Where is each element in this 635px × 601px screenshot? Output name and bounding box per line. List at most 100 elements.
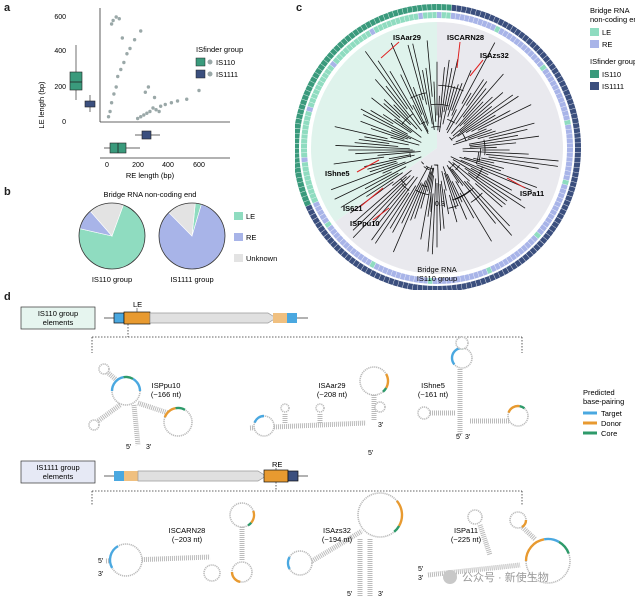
rna-loop: [88, 419, 100, 431]
ring-segment: [513, 250, 521, 258]
ring-segment: [485, 21, 492, 30]
ring-segment: [574, 142, 581, 148]
tree-arc: [421, 184, 428, 188]
legend-title-2: base-pairing: [583, 397, 624, 406]
legend-label-re: RE: [602, 40, 612, 49]
rna-pairing-arc: [521, 519, 528, 528]
ring-segment: [295, 153, 300, 158]
scatter-point: [135, 116, 140, 121]
tree-branch: [488, 156, 558, 167]
legend-label-is1111: IS1111: [216, 70, 238, 79]
ring-segment: [536, 60, 544, 68]
ring-segment: [301, 129, 309, 135]
ring-segment: [306, 106, 314, 113]
tree-branch: [455, 81, 488, 125]
ring-segment: [310, 213, 318, 220]
ring-segment: [344, 34, 352, 43]
ring-segment: [339, 50, 347, 58]
ring-segment: [574, 157, 581, 163]
ring-segment: [301, 134, 308, 139]
scatter-point: [128, 46, 132, 51]
tree-branch: [340, 172, 399, 208]
ring-segment: [297, 181, 305, 188]
ring-segment: [386, 268, 393, 276]
ring-segment: [563, 175, 571, 181]
ring-segment: [539, 224, 548, 232]
rna-loop: [315, 403, 325, 413]
rna-loop: [467, 509, 483, 525]
x-tick: 200: [132, 162, 144, 169]
rna-stem: [131, 404, 141, 446]
ring-segment: [321, 217, 330, 225]
ring-segment: [340, 250, 349, 259]
ring-segment: [357, 35, 365, 43]
ring-segment: [570, 113, 578, 119]
tree-branch: [477, 122, 535, 140]
ring-segment: [377, 23, 384, 32]
end-5-isaar29: 5′: [368, 450, 374, 457]
ring-segment: [392, 279, 399, 287]
ring-segment: [497, 269, 505, 278]
tree-branch: [334, 171, 392, 200]
ring-segment: [470, 280, 477, 288]
y-tick: 200: [54, 84, 66, 91]
ring-segment: [450, 12, 456, 20]
ring-segment: [295, 167, 302, 174]
ring-segment: [506, 255, 514, 264]
scatter-point: [132, 38, 137, 42]
tree-branch: [476, 164, 538, 188]
tree-branch: [413, 86, 429, 126]
ring-segment: [301, 161, 309, 167]
ring-segment: [326, 64, 335, 72]
ring-segment: [383, 276, 390, 284]
rna-pairing-arc: [132, 377, 142, 392]
ring-segment: [314, 84, 323, 92]
ring-segment: [426, 4, 432, 11]
scatter-point: [109, 22, 114, 26]
tree-branch: [427, 167, 434, 192]
scatter-point: [139, 29, 143, 33]
ring-segment: [432, 12, 437, 19]
pie-outline: [158, 202, 226, 270]
is1111-clade-shading: [335, 22, 563, 275]
ring-segment: [407, 6, 413, 14]
scatter-point: [114, 85, 118, 89]
ring-segment: [571, 118, 579, 124]
ring-segment: [324, 68, 332, 76]
legend-label-le: LE: [246, 212, 255, 221]
ring-segment: [298, 103, 306, 110]
panel-letter-b: b: [4, 186, 11, 198]
ring-segment: [447, 285, 452, 290]
ring-segment: [441, 12, 447, 19]
ring-segment: [477, 270, 484, 278]
rna-len-isaar29: (~208 nt): [317, 390, 348, 399]
ring-segment: [399, 16, 406, 24]
ring-segment: [465, 7, 472, 15]
boxplot-re-is1111: [141, 130, 152, 140]
ring-segment: [446, 4, 452, 11]
ring-segment: [422, 285, 428, 290]
pie-is1111: [158, 202, 226, 270]
rna-loop: [417, 406, 431, 420]
rna-pairing-arc: [382, 387, 388, 393]
tree-arc: [448, 205, 459, 209]
tree-arc: [478, 147, 481, 162]
tree-branch: [446, 109, 457, 131]
rna-loop: [374, 401, 386, 413]
tree-arc: [415, 190, 430, 196]
tree-arc: [462, 132, 467, 142]
tree-branch: [468, 134, 519, 145]
ring-segment: [542, 232, 551, 241]
legend-title: ISfinder group: [196, 45, 243, 54]
ring-segment: [477, 18, 484, 26]
legend-title-3: ISfinder group: [590, 57, 635, 66]
tree-branch: [364, 154, 415, 168]
legend-swatch-re: [234, 233, 243, 241]
ring-segment: [569, 181, 577, 188]
panel-letter-a: a: [4, 2, 11, 14]
ring-segment: [509, 253, 517, 261]
ring-segment: [356, 26, 364, 34]
tree-branch: [440, 180, 446, 208]
is1111-group-box: [20, 460, 96, 484]
legend-title-1: Predicted: [583, 388, 615, 397]
